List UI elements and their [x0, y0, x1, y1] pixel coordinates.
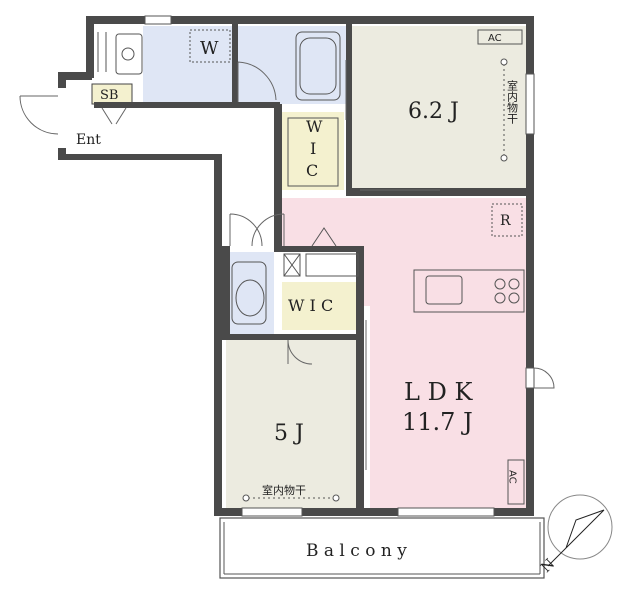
bedroom-north-dryer: 室内物干	[506, 79, 519, 125]
bedroom-north-name: 6.2 J	[408, 99, 459, 124]
wic-south-floor	[282, 282, 360, 330]
walls	[58, 16, 534, 516]
doors	[19, 61, 555, 389]
balcony-label: B a l c o n y	[306, 541, 407, 561]
wic-shelf-north	[287, 117, 339, 187]
ldk-name-line1: L D K	[404, 378, 473, 406]
bedroom-north-floor	[352, 26, 526, 190]
pipe-space-icon	[283, 253, 301, 277]
wic-north-line2: I	[310, 139, 316, 158]
wic-north-line1: W	[306, 117, 323, 136]
ac-ldk-label: AC	[507, 470, 518, 484]
sliding-doors	[345, 60, 440, 470]
washbasin-icon	[115, 33, 143, 75]
compass-icon	[547, 494, 613, 567]
wic-north-line3: C	[306, 161, 318, 180]
ldk-floor	[282, 198, 526, 508]
bathtub-icon	[295, 31, 341, 101]
ldk-name-line2: 11.7 J	[402, 408, 473, 436]
sink-icon	[425, 275, 463, 305]
toilet-icon	[231, 261, 267, 325]
windows	[144, 15, 535, 517]
wic-north-floor	[282, 112, 344, 190]
wic-south-name: W I C	[288, 296, 333, 315]
washer-label: W	[200, 38, 219, 59]
kitchen-counter-icon	[413, 269, 525, 313]
ac-north-label: AC	[488, 33, 502, 44]
fixtures	[97, 29, 525, 505]
washer-icon	[189, 29, 231, 63]
bedroom-south-floor	[226, 340, 362, 508]
ac-north-icon	[477, 29, 523, 45]
balcony	[219, 517, 545, 579]
bathroom-floor	[238, 26, 346, 104]
shoe-box-label: SB	[100, 88, 118, 103]
wic-shelf-south	[305, 253, 359, 277]
entrance-label: Ent	[76, 132, 101, 148]
fridge-label: R	[500, 213, 511, 229]
bedroom-south-name: 5 J	[274, 421, 304, 446]
bedroom-south-dryer: 室内物干	[262, 483, 306, 497]
washroom-floor	[143, 26, 233, 104]
fridge-icon	[491, 203, 523, 237]
ac-ldk-icon	[507, 459, 525, 505]
